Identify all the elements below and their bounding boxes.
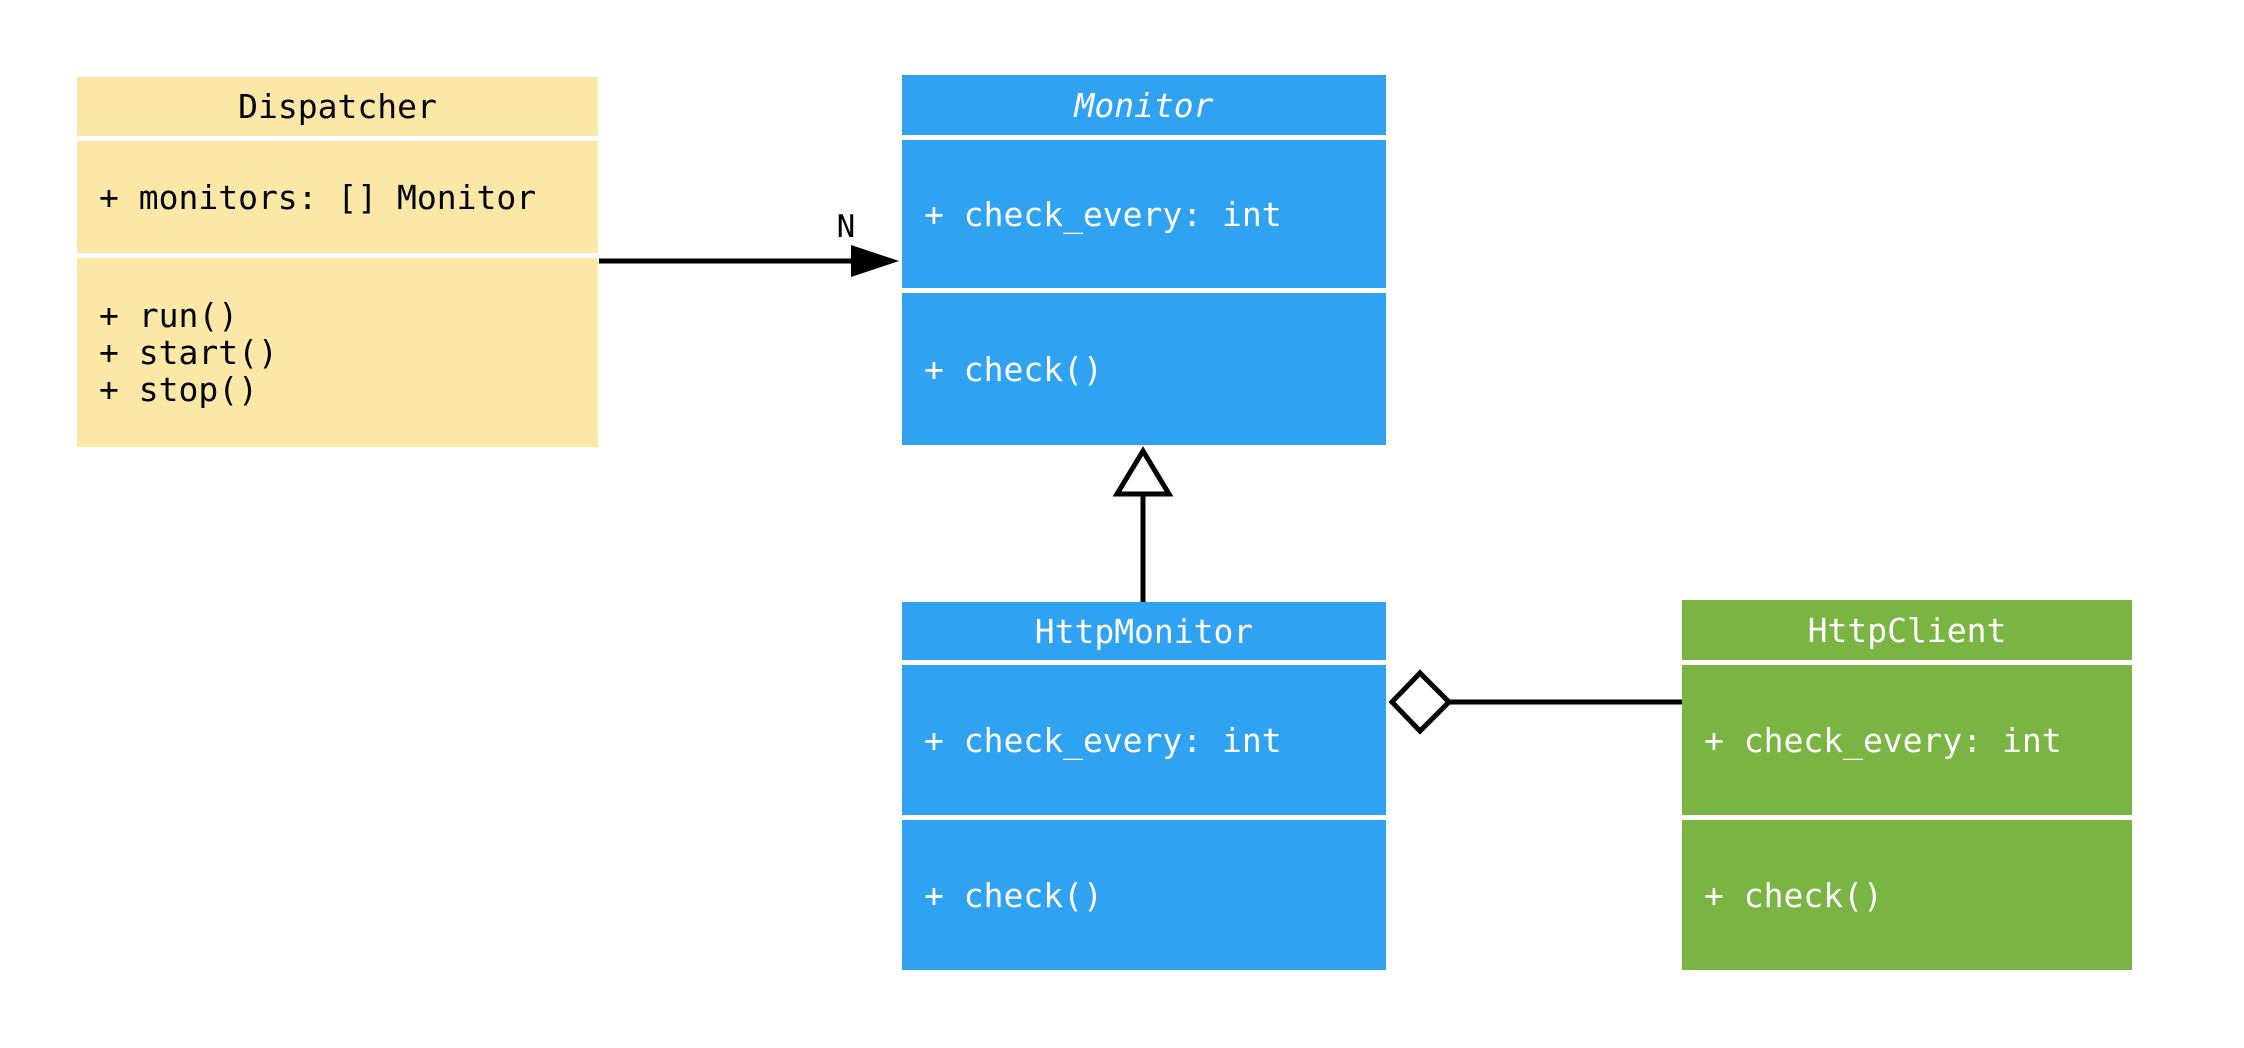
method-line: + check() (1704, 875, 1883, 915)
class-httpmonitor-title: HttpMonitor (902, 602, 1386, 660)
class-httpmonitor: HttpMonitor + check_every: int + check() (902, 602, 1386, 970)
class-monitor-methods: + check() (902, 293, 1386, 445)
class-monitor: Monitor + check_every: int + check() (902, 75, 1386, 445)
class-httpclient-attributes: + check_every: int (1682, 665, 2132, 815)
class-httpmonitor-attributes: + check_every: int (902, 665, 1386, 815)
method-line: + check() (924, 349, 1103, 389)
method-line: + check() (924, 875, 1103, 915)
edge-httpmonitor-monitor (1112, 446, 1174, 602)
hollow-triangle-arrowhead-icon (1112, 446, 1174, 497)
class-dispatcher-attributes: + monitors: [] Monitor (77, 141, 598, 253)
class-dispatcher: Dispatcher + monitors: [] Monitor + run(… (77, 77, 598, 447)
association-multiplicity-label: N (836, 209, 856, 245)
attribute-line: + check_every: int (924, 720, 1282, 760)
edge-dispatcher-monitor (599, 245, 899, 277)
edge-httpmonitor-httpclient (1388, 669, 1683, 735)
attribute-line: + check_every: int (924, 194, 1282, 234)
class-dispatcher-methods: + run() + start() + stop() (77, 258, 598, 447)
method-line: + run() (99, 296, 239, 335)
attribute-line: + monitors: [] Monitor (99, 177, 537, 217)
filled-arrowhead-icon (851, 245, 899, 277)
class-httpclient-methods: + check() (1682, 820, 2132, 970)
method-line: + stop() (99, 370, 258, 409)
method-line: + start() (99, 333, 278, 372)
class-httpmonitor-methods: + check() (902, 820, 1386, 970)
class-monitor-title: Monitor (902, 75, 1386, 135)
class-httpclient: HttpClient + check_every: int + check() (1682, 600, 2132, 970)
attribute-line: + check_every: int (1704, 720, 2062, 760)
class-dispatcher-title: Dispatcher (77, 77, 598, 136)
class-monitor-attributes: + check_every: int (902, 140, 1386, 288)
class-httpclient-title: HttpClient (1682, 600, 2132, 660)
hollow-diamond-icon (1388, 669, 1453, 735)
